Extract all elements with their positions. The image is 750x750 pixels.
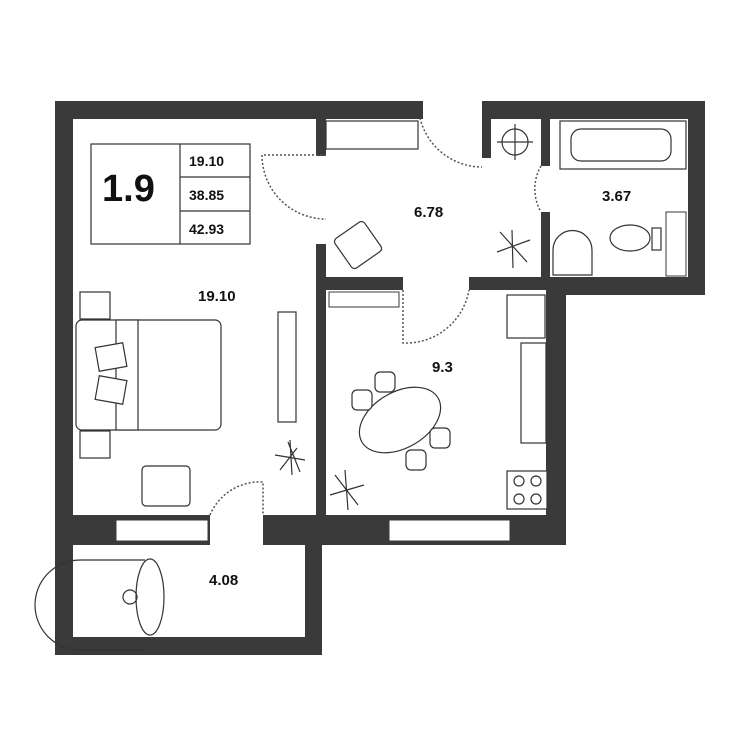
room-area-bathroom: 3.67 xyxy=(602,188,631,205)
room-area-hallway: 6.78 xyxy=(414,204,443,221)
tv-stand xyxy=(277,311,297,423)
window-bedroom xyxy=(115,519,209,542)
toilet xyxy=(609,224,651,252)
room-area-balcony: 4.08 xyxy=(209,572,238,589)
living-area: 19.10 xyxy=(189,153,224,169)
chair xyxy=(429,427,451,449)
balcony-dryer xyxy=(34,558,165,651)
plant-icon xyxy=(274,439,306,476)
apartment-type: 1.9 xyxy=(102,168,155,210)
armchair-hall xyxy=(333,220,383,270)
stove xyxy=(506,470,548,510)
wardrobe xyxy=(325,120,419,150)
chair xyxy=(374,371,396,393)
dining-table xyxy=(358,386,442,454)
total-area: 38.85 xyxy=(189,187,224,203)
room-area-bedroom: 19.10 xyxy=(198,288,236,305)
bath-tub xyxy=(559,120,687,170)
room-area-kitchen: 9.3 xyxy=(432,359,453,376)
armchair-bedroom xyxy=(141,465,191,507)
sink-bath xyxy=(552,229,593,276)
furniture xyxy=(34,120,687,651)
plant-icon xyxy=(329,469,365,511)
ventilation-icon xyxy=(497,124,533,160)
window-hall xyxy=(328,291,400,308)
bed xyxy=(75,319,222,431)
chair xyxy=(351,389,373,411)
window-kitchen xyxy=(388,519,511,542)
plant-icon xyxy=(496,229,531,269)
window-bath xyxy=(665,211,687,277)
total-area-with-balcony: 42.93 xyxy=(189,221,224,237)
info-box: 1.9 19.10 38.85 42.93 xyxy=(90,143,251,245)
bed-nightstand-top xyxy=(79,291,111,320)
door-arcs xyxy=(209,117,542,516)
kitchen-sink xyxy=(506,294,546,339)
chair xyxy=(405,449,427,471)
bed-nightstand-bottom xyxy=(79,430,111,459)
kitchen-counter xyxy=(520,342,547,444)
